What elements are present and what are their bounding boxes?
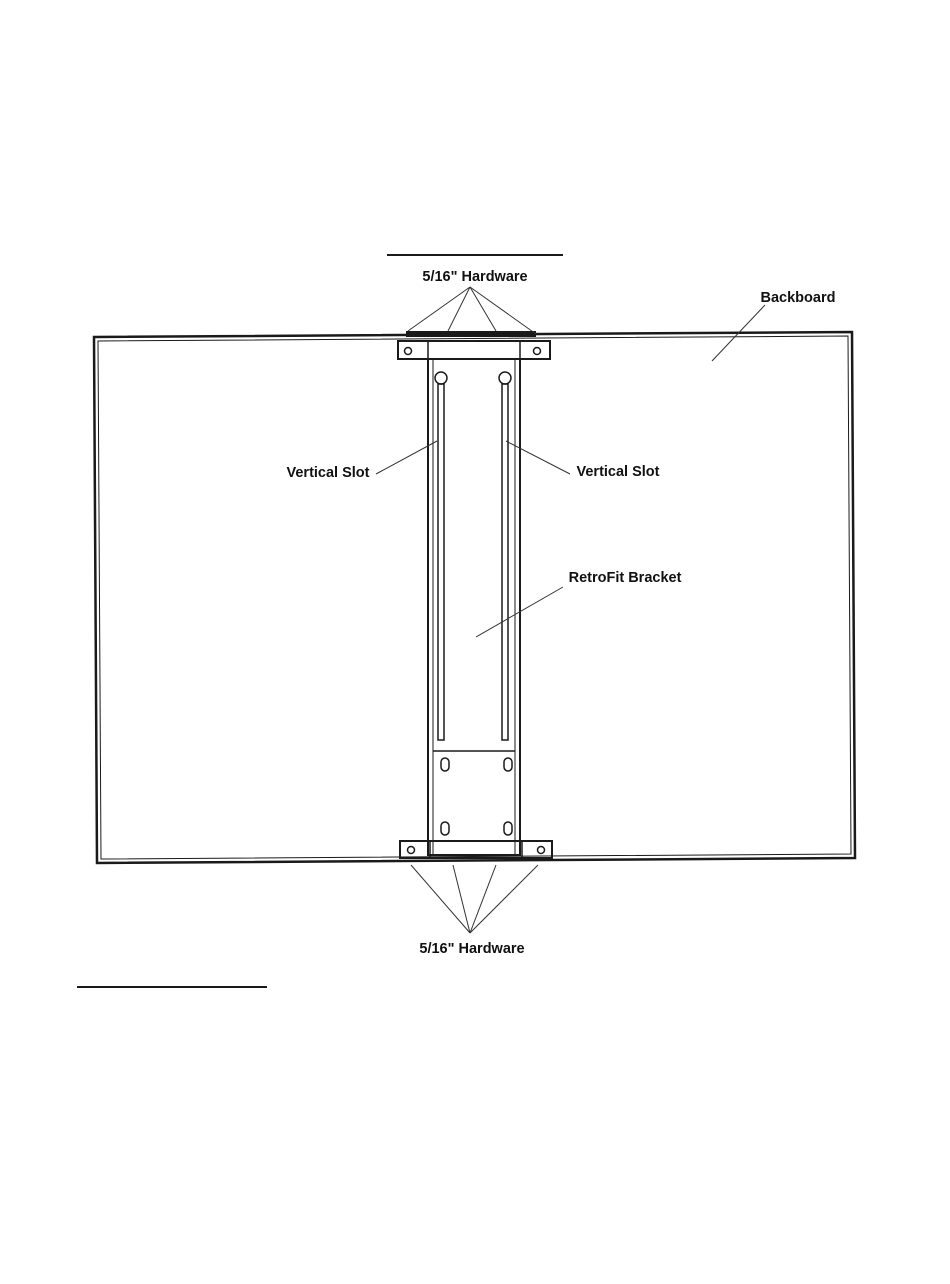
mounting-slot bbox=[441, 758, 449, 771]
hardware-hole bbox=[405, 348, 412, 355]
mounting-slot bbox=[441, 822, 449, 835]
retrofit-bracket bbox=[428, 359, 520, 855]
hardware-hole bbox=[408, 847, 415, 854]
hardware-hole bbox=[534, 348, 541, 355]
backboard-label: Backboard bbox=[761, 290, 836, 306]
vertical-slot-right bbox=[499, 372, 511, 740]
hardware-bottom-label: 5/16" Hardware bbox=[419, 941, 524, 957]
mounting-slot bbox=[504, 758, 512, 771]
hardware-top-label: 5/16" Hardware bbox=[422, 269, 527, 285]
vertical-slot-right-label: Vertical Slot bbox=[576, 464, 659, 480]
vertical-slot-left-label: Vertical Slot bbox=[286, 465, 369, 481]
leader-lines bbox=[376, 287, 765, 933]
backboard bbox=[94, 332, 855, 863]
hardware-hole bbox=[538, 847, 545, 854]
retrofit-bracket-label: RetroFit Bracket bbox=[569, 570, 682, 586]
top-mounting-plate bbox=[398, 331, 550, 359]
vertical-slot-left bbox=[435, 372, 447, 740]
mounting-slot bbox=[504, 822, 512, 835]
